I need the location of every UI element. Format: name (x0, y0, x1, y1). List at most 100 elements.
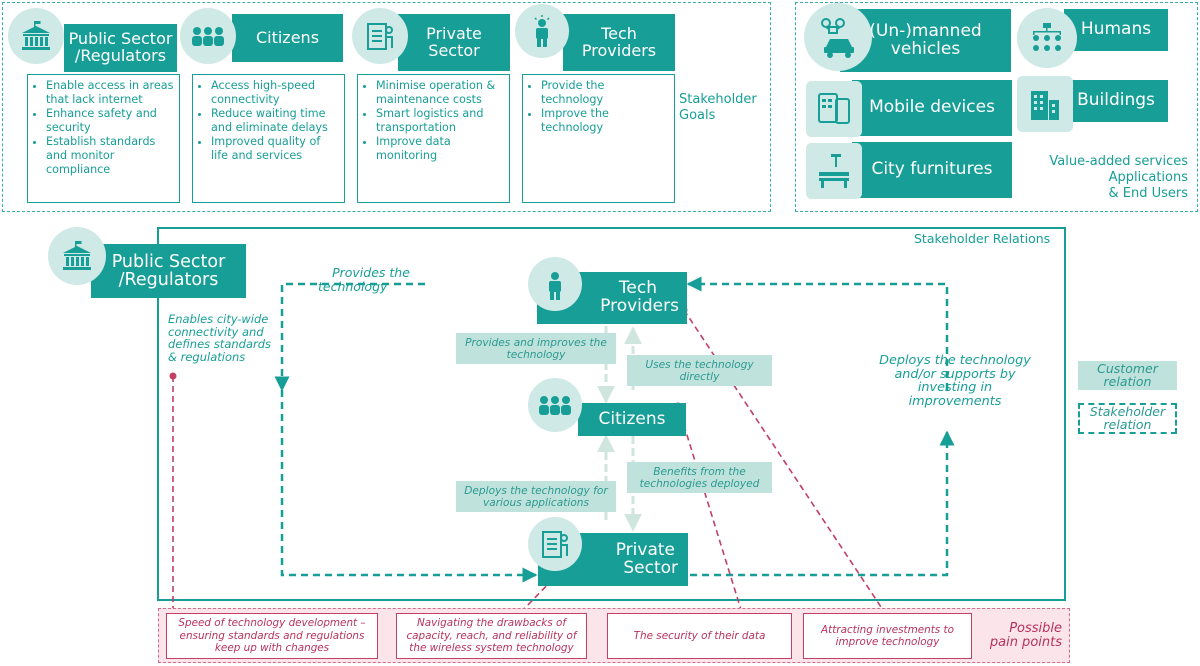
stakeholder-goals-caption: Stakeholder Goals (679, 92, 757, 123)
label-line: Deploys the technology for (464, 484, 608, 497)
label-line: improvements (908, 393, 1002, 409)
legend-line: relation (1103, 373, 1152, 389)
public-sector-goals-header: Public Sector /Regulators (64, 24, 177, 72)
label-line: directly (679, 370, 720, 383)
caption-line: pain points (989, 635, 1062, 650)
edge-label-uses-directly: Uses the technology directly (627, 355, 772, 386)
label-line: Uses the technology (645, 358, 754, 371)
node-line: Private (615, 539, 675, 560)
legend-customer-relation: Customer relation (1078, 361, 1177, 390)
goal-item: Access high-speed connectivity (211, 79, 340, 107)
stakeholder-goals-panel (2, 2, 771, 212)
label-line: (Un-)manned (869, 20, 982, 41)
buildings-icon (1017, 76, 1073, 132)
edge-label-deploys-various: Deploys the technology for various appli… (456, 481, 616, 512)
label-line: various applications (482, 496, 590, 509)
header-line: /Regulators (74, 46, 167, 65)
goal-item: Enable access in areas that lack interne… (46, 79, 175, 107)
header-line: Providers (581, 40, 657, 60)
buildings-label-box: Buildings (1064, 80, 1168, 122)
pain-line: ensuring standards and regulations (179, 629, 365, 642)
node-line: Tech (618, 278, 657, 299)
node-line: Citizens (598, 408, 666, 429)
legend-stakeholder-relation: Stakeholder relation (1078, 403, 1177, 434)
header-line: Tech (601, 23, 637, 43)
pain-point-box: Attracting investments to improve techno… (803, 613, 972, 659)
relations-frame (157, 227, 1066, 601)
pain-point-box: Speed of technology development – ensuri… (166, 613, 378, 659)
node-line: Sector (623, 557, 678, 578)
pain-line: Speed of technology development – (178, 617, 366, 630)
humans-label-box: Humans (1064, 9, 1168, 51)
header-line: Citizens (255, 27, 320, 47)
people-group-icon (528, 378, 582, 432)
edge-label-benefits: Benefits from the technologies deployed (627, 462, 772, 493)
label-line: Mobile devices (869, 97, 995, 118)
label-line: Buildings (1077, 90, 1155, 111)
private-sector-goals-box: Minimise operation & maintenance costs S… (357, 74, 510, 203)
people-group-icon (180, 8, 236, 64)
label-line: Provides and improves the (465, 336, 607, 349)
header-line: Private (426, 23, 482, 43)
org-chart-icon (1017, 8, 1077, 68)
tech-person-icon (515, 4, 569, 58)
label-line: Provides the (332, 265, 410, 280)
goal-item: Smart logistics and transportation (376, 107, 505, 135)
caption-line: Applications (1108, 170, 1188, 185)
business-document-icon (528, 517, 582, 571)
goal-item: Minimise operation & maintenance costs (376, 79, 505, 107)
caption-line: & End Users (1108, 186, 1188, 201)
business-document-icon (352, 8, 408, 64)
caption-line: Value-added services (1049, 154, 1188, 169)
goal-item: Improve the technology (541, 107, 670, 135)
header-line: Sector (428, 40, 480, 60)
tech-person-icon (528, 257, 582, 311)
label-line: connectivity and (168, 324, 264, 339)
pain-point-box: Navigating the drawbacks of capacity, re… (396, 613, 587, 659)
pain-point-box: The security of their data (607, 613, 792, 659)
caption-line: Possible (1009, 621, 1062, 636)
goal-item: Provide the technology (541, 79, 670, 107)
goal-item: Improve data monitoring (376, 135, 505, 163)
goal-item: Reduce waiting time and eliminate delays (211, 107, 340, 135)
node-line: Public Sector (111, 251, 226, 272)
pain-line: keep up with changes (214, 642, 330, 655)
citizens-node: Citizens (578, 403, 686, 436)
label-line: Enables city-wide (168, 312, 269, 326)
label-line: City furnitures (871, 159, 993, 180)
label-line: defines standards (168, 337, 272, 351)
legend-line: relation (1103, 416, 1152, 432)
city-furnitures-label-box: City furnitures (852, 142, 1012, 198)
pain-points-caption: Possible pain points (988, 622, 1062, 650)
tech-providers-goals-box: Provide the technology Improve the techn… (522, 74, 675, 203)
label-line: technology (506, 348, 566, 361)
pain-line: Navigating the drawbacks of (416, 617, 567, 630)
label-line: technology (318, 279, 388, 294)
label-line: Humans (1080, 19, 1152, 40)
goal-item: Establish standards and monitor complian… (46, 135, 175, 177)
tech-providers-goals-header: Tech Providers (563, 14, 675, 71)
public-sector-node: Public Sector /Regulators (91, 244, 246, 298)
public-sector-goals-box: Enable access in areas that lack interne… (27, 74, 180, 203)
goal-item: Enhance safety and security (46, 107, 175, 135)
label-line: and/or supports by (894, 366, 1016, 382)
goal-item: Improved quality of life and services (211, 135, 340, 163)
edge-label-deploys-supports: Deploys the technology and/or supports b… (866, 354, 1044, 408)
label-line: technologies deployed (639, 477, 760, 490)
pain-line: capacity, reach, and reliability of (406, 629, 577, 642)
edge-label-enables: Enables city-wide connectivity and defin… (168, 313, 278, 363)
pain-line: the wireless system technology (409, 642, 574, 655)
value-added-panel (795, 2, 1198, 212)
label-line: investing in (917, 380, 993, 395)
legend-line: Customer (1097, 361, 1158, 376)
edge-label-provides-improves: Provides and improves the technology (456, 333, 616, 364)
label-line: Deploys the technology (879, 353, 1031, 368)
citizens-goals-header: Citizens (232, 14, 343, 62)
label-line: Benefits from the (653, 465, 746, 478)
legend-line: Stakeholder (1089, 404, 1166, 419)
header-line: Public Sector (68, 29, 173, 49)
bench-streetlight-icon (806, 143, 862, 199)
pain-line: improve technology (835, 636, 940, 648)
value-added-caption: Value-added services Applications & End … (1020, 154, 1188, 202)
node-line: /Regulators (118, 270, 219, 290)
